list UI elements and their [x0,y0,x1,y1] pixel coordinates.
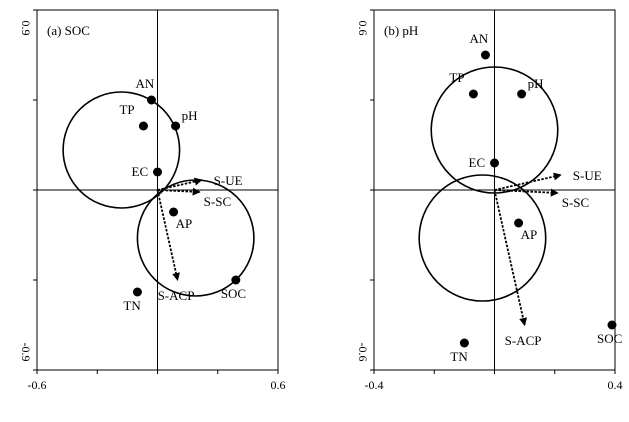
data-point [146,95,156,105]
data-point [468,89,478,99]
data-point [480,50,490,60]
point-label: SOC [221,286,246,301]
chart-title: (a) SOC [47,23,90,38]
x-tick-label: 0.4 [608,378,623,392]
x-tick-label: -0.4 [365,378,384,392]
point-label: TP [119,102,134,117]
y-tick-label: 0.9 [19,21,33,36]
data-point [231,275,241,285]
point-label: AP [176,216,193,231]
group-circle [430,66,559,194]
data-point [459,338,469,348]
data-point [171,121,181,131]
point-label: TN [123,298,141,313]
vector-label: S-UE [214,173,243,188]
group-circle [418,174,547,302]
x-tick-label: 0.6 [271,378,286,392]
data-point [153,167,162,177]
data-point [514,218,524,228]
data-point [138,121,148,131]
data-point [132,287,142,297]
vector-arrow [493,189,528,326]
point-label: TP [449,70,464,85]
data-point [517,89,527,99]
y-tick-label: -0.6 [356,343,370,362]
y-tick-label: -0.9 [19,343,33,362]
vector-label: S-UE [573,168,602,183]
data-point [490,158,499,168]
group-circle [62,91,181,209]
vector-arrow [156,189,180,281]
data-point [169,207,179,217]
chart-panel-2: -0.4 0.4 0.6 -0.6 (b) pH S-UE S-SC S-ACP AN TP pH E… [356,9,623,392]
vector-label: S-ACP [505,333,542,348]
vector-arrow [157,177,203,191]
point-label: pH [528,76,544,91]
point-label: AN [469,31,488,46]
vector-label: S-SC [204,194,231,209]
point-label: AP [521,227,538,242]
vector-arrow [494,172,562,191]
point-label: SOC [597,331,622,346]
point-label: TN [450,349,468,364]
data-point [607,320,617,330]
vector-arrow [157,187,201,196]
point-label: EC [469,155,486,170]
vector-arrow [494,188,559,197]
point-label: pH [182,108,198,123]
vector-label: S-ACP [158,288,195,303]
point-label: AN [135,76,154,91]
vector-label: S-SC [562,195,589,210]
x-tick-label: -0.6 [28,378,47,392]
y-tick-label: 0.6 [356,21,370,36]
point-label: EC [132,164,149,179]
chart-title: (b) pH [384,23,418,38]
